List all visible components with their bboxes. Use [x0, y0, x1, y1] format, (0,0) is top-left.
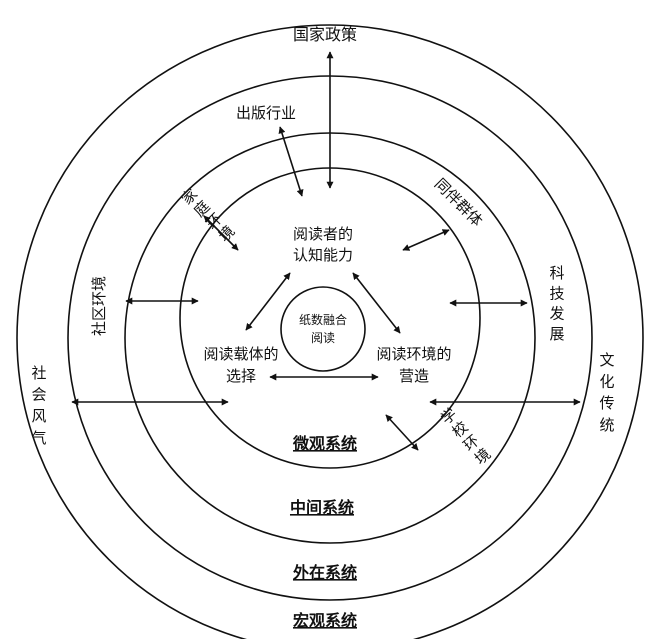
arrow-publishing	[278, 126, 304, 197]
micro-right-line1: 阅读环境的	[376, 345, 451, 363]
system-label-meso: 中间系统	[290, 498, 354, 517]
factor-school: 学校环境	[437, 404, 494, 468]
micro-right-line2: 营造	[399, 367, 429, 385]
micro-left-line1: 阅读载体的	[203, 345, 278, 363]
factor-society: 社会风气	[31, 364, 46, 447]
core-label-line2: 阅读	[311, 331, 335, 345]
core-circle	[280, 286, 366, 372]
micro-left-line2: 选择	[226, 367, 256, 385]
arrow-peers	[402, 229, 450, 251]
factor-community: 社区环境	[90, 276, 108, 336]
micro-top-line1: 阅读者的	[293, 225, 353, 243]
factor-national-policy: 国家政策	[293, 25, 357, 44]
system-label-micro: 微观系统	[292, 434, 357, 453]
system-label-exo: 外在系统	[292, 563, 357, 582]
macro-system-ring	[16, 24, 644, 639]
core-label-line1: 纸数融合	[299, 312, 347, 327]
micro-top-line2: 认知能力	[293, 246, 353, 264]
factor-culture: 文化传统	[599, 351, 614, 434]
system-label-macro: 宏观系统	[293, 611, 357, 630]
arrow-school	[385, 414, 419, 451]
factor-publishing: 出版行业	[236, 104, 296, 122]
factor-family: 家庭环境	[178, 185, 239, 246]
arrow-family	[203, 215, 239, 251]
factor-peers: 同伴群体	[431, 175, 486, 230]
arrow-top-right	[352, 272, 401, 334]
factor-tech: 科技发展	[549, 264, 564, 343]
arrow-top-left	[245, 272, 291, 331]
